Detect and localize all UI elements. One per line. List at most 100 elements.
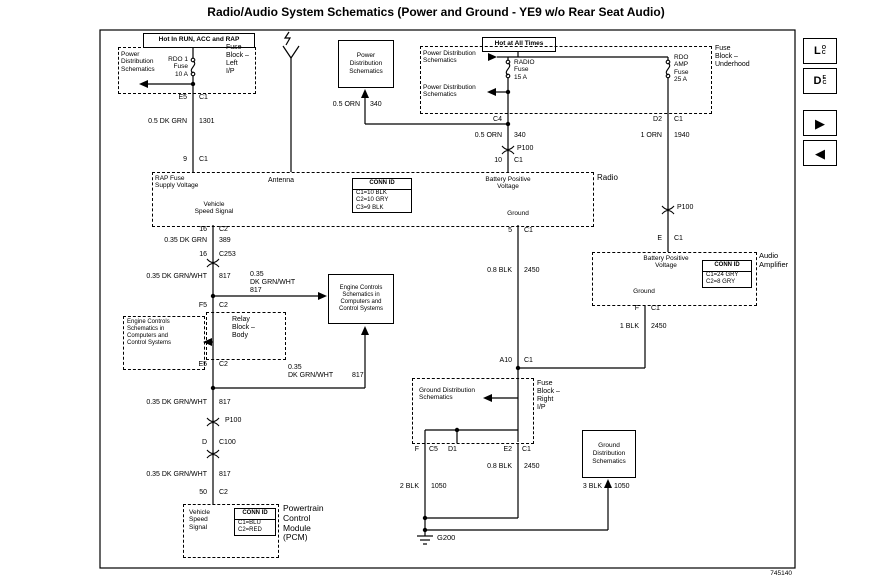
pcm-pin-50-conn: C2 (219, 489, 228, 496)
power-dist-ref-box-label: Power Distribution Schematics (349, 52, 383, 75)
pcm-conn-id-header: CONN ID (235, 509, 275, 520)
amp-conn-id-row: C1=24 GRY (706, 271, 739, 278)
antenna-icon (283, 31, 292, 46)
wire-817a-number: 817 (219, 273, 231, 280)
ref-arrow-underhood-top-icon (488, 53, 497, 61)
dec-label-bottom: C (822, 80, 827, 86)
next-page-button[interactable]: ▶ (803, 110, 837, 136)
ground-g200-icon (417, 535, 433, 545)
engine-controls-ref-dashed-label: Engine Controls Schematics in Computers … (127, 319, 172, 346)
connector-p100-amp-icon (661, 205, 675, 215)
fuse-block-right-ip-label: Fuse Block – Right I/P (537, 380, 560, 412)
wire-1050-right-color: 3 BLK (582, 483, 602, 490)
pin-f5-conn: C2 (219, 302, 228, 309)
pin-d2-conn: C1 (674, 116, 683, 123)
wire-340-branch-color: 0.5 ORN (332, 101, 360, 108)
conn-c253-label: C253 (219, 251, 236, 258)
relay-block-body-box (206, 312, 286, 360)
wire-817a-color: 0.35 DK GR​N/WHT (146, 273, 207, 280)
power-dist-ref-box: Power Distribution Schematics (338, 40, 394, 88)
schematic-frame (99, 29, 796, 569)
radio-label: Radio (597, 173, 618, 182)
branch-c-number: 817 (352, 372, 364, 379)
radio-ground-label: Ground (507, 210, 529, 217)
amp-pin-f: F (634, 305, 639, 312)
right-arrow-icon: ▶ (815, 115, 825, 131)
fuse-radio-icon (505, 59, 511, 79)
amp-ground-label: Ground (633, 288, 655, 295)
fuse-rdo1-label: RDO 1 Fuse 10 A (168, 56, 188, 78)
fuse-block-underhood-box (420, 46, 712, 114)
conn-c4: C4 (493, 116, 502, 123)
pin-e5-relay-conn: C2 (219, 361, 228, 368)
pin-f: F (414, 446, 419, 453)
radio-conn-id-box: CONN ID C1=10 BLK C2=10 GRY C3=9 BLK (352, 178, 412, 213)
prev-page-button[interactable]: ◀ (803, 140, 837, 166)
wire-e2-2450-color: 0.8 BLK (487, 463, 512, 470)
pcm-conn-id-row: C2=RED (238, 527, 262, 533)
ref-arrow-engine-controls-icon (203, 338, 212, 346)
component-symbols (190, 57, 675, 459)
pin-d1: D1 (448, 446, 457, 453)
connector-p100-vss-label: P100 (225, 417, 242, 424)
fuse-block-left-ip-label: Fuse Block – Left I/P (226, 44, 249, 76)
left-arrow-icon: ◀ (815, 145, 825, 161)
radio-antenna-label: Antenna (268, 177, 295, 184)
connector-c100-icon (206, 449, 220, 459)
figure-number: 745140 (770, 570, 792, 577)
pin-a10: A10 (499, 357, 512, 364)
radio-pin-16: 16 (199, 226, 207, 233)
pcm-label: Powertrain Control Module (PCM) (283, 503, 324, 543)
wire-2450-color: 0.8 BLK (487, 267, 512, 274)
amp-pin-e: E (657, 235, 662, 242)
ref-arrow-left-ip-icon (139, 80, 148, 88)
branch-a-size: 0.35 (250, 271, 264, 278)
radio-vss-label: Vehicle Speed Signal (194, 201, 234, 216)
wire-340-branch-number: 340 (370, 101, 382, 108)
branch-arrow-engine-left-icon (318, 292, 327, 300)
wire-2450-number: 2450 (524, 267, 540, 274)
pin-d: D (201, 439, 207, 446)
pcm-pin-50: 50 (199, 489, 207, 496)
wire-817b-color: 0.35 DK GRN/WHT (146, 399, 207, 406)
loc-label: L (813, 45, 821, 57)
ground-g200-label: G200 (437, 533, 456, 542)
pcm-conn-id-row: C1=BLU (238, 519, 261, 526)
pcm-conn-id-box: CONN ID C1=BLU C2=RED (234, 508, 276, 536)
ground-dist-ref-box-label: Ground Distribution Schematics (592, 442, 626, 465)
ref-arrow-ground-dist-box-icon (604, 479, 612, 488)
fuse-block-right-ip-box (412, 378, 534, 444)
branch-arrow-engine-bottom-icon (361, 326, 369, 335)
power-dist-ref-top: Power Distribution Schematics (423, 50, 476, 65)
wire-e2-2450-number: 2450 (524, 463, 540, 470)
page-title: Radio/Audio System Schematics (Power and… (207, 5, 665, 19)
wire-389-number: 389 (219, 237, 231, 244)
fuse-rdo-amp-icon (665, 59, 671, 79)
branch-c-color: DK GRN/WHT (288, 372, 334, 379)
radio-conn-id-row: C2=10 GRY (356, 197, 389, 203)
fuse-block-left-ip-box (118, 47, 256, 94)
pin-16-c253: 16 (199, 251, 207, 258)
wire-1301-color: 0.5 DK GRN (148, 118, 187, 125)
connector-p100-radio-icon (501, 145, 515, 155)
pin-a10-conn: C1 (524, 357, 533, 364)
wire-1301-number: 1301 (199, 118, 215, 125)
arrowheads-and-junctions (139, 53, 612, 533)
wire-817b-number: 817 (219, 399, 231, 406)
radio-pin-10: 10 (494, 157, 502, 164)
audio-amplifier-label: Audio Amplifier (759, 251, 789, 269)
ref-arrow-ground-dist-icon (483, 394, 492, 402)
amp-pin-e-conn: C1 (674, 235, 683, 242)
ref-arrow-power-dist-box-icon (361, 89, 369, 98)
wire-1940-color: 1 ORN (640, 132, 662, 139)
pin-f5: F5 (198, 302, 207, 309)
connector-p100-radio-label: P100 (517, 145, 534, 152)
engine-controls-ref-box-label: Engine Controls Schematics in Computers … (338, 284, 383, 313)
wire-340-color: 0.5 ORN (474, 132, 502, 139)
branch-a-number: 817 (250, 287, 262, 294)
fuse-rdo1-icon (190, 57, 196, 77)
pcm-vss-label: Vehicle Speed Signal (189, 509, 210, 531)
